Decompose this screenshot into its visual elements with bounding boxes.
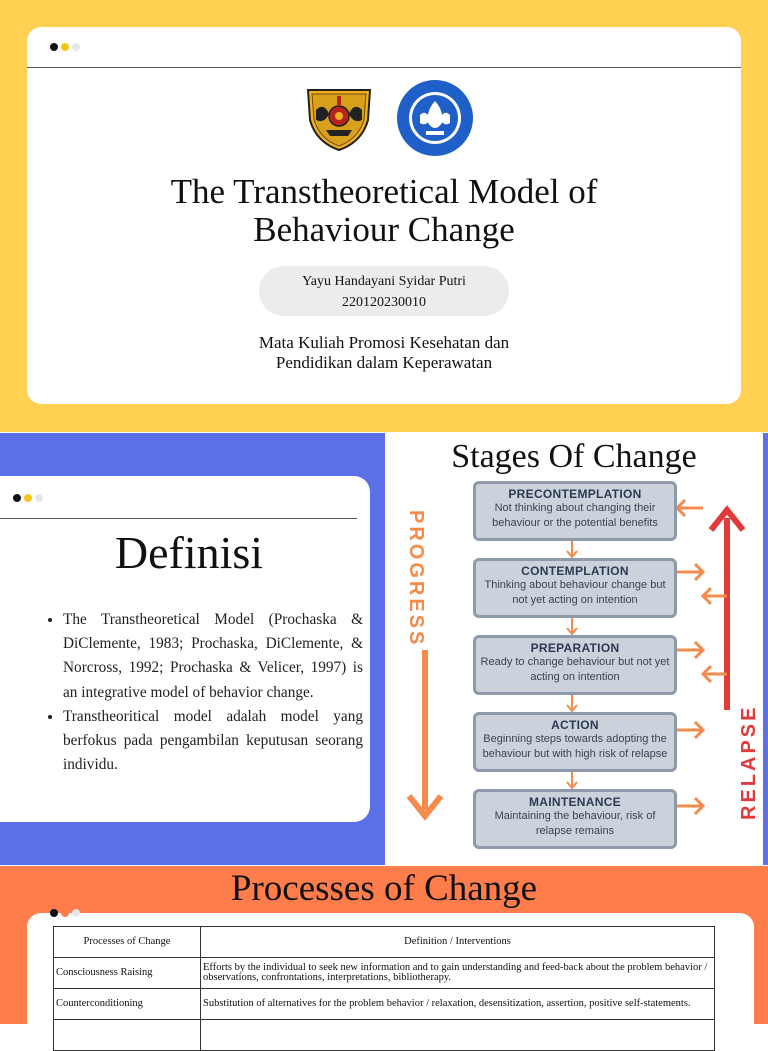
process-definition: Efforts by the individual to seek new in… — [200, 957, 715, 989]
stage-action: ACTION Beginning steps towards adopting … — [473, 712, 677, 772]
definition-list: The Transtheoretical Model (Prochaska & … — [48, 608, 363, 777]
author-name: Yayu Handayani Syidar Putri — [302, 274, 466, 289]
course-line-1: Mata Kuliah Promosi Kesehatan dan — [258, 333, 510, 352]
process-name — [53, 1019, 201, 1051]
table-header: Processes of Change — [53, 926, 201, 958]
dot-gray — [72, 909, 80, 917]
table-header-row: Processes of Change Definition / Interve… — [53, 926, 715, 958]
stage-desc: Beginning steps towards adopting the beh… — [482, 733, 668, 760]
dot-black — [13, 494, 21, 502]
relapse-arrowhead — [708, 505, 746, 532]
dot-black — [50, 909, 58, 917]
process-name: Consciousness Raising — [53, 957, 201, 989]
stage-name: CONTEMPLATION — [521, 564, 629, 578]
title-card — [27, 27, 741, 404]
dot-yellow — [61, 43, 69, 51]
presentation-title: The Transtheoretical Model of Behaviour … — [0, 173, 768, 249]
processes-table: Processes of Change Definition / Interve… — [53, 926, 715, 1051]
process-definition — [200, 1019, 715, 1051]
stage-name: ACTION — [551, 718, 599, 732]
table-row — [53, 1019, 715, 1051]
stage-desc: Maintaining the behaviour, risk of relap… — [494, 810, 656, 837]
stage-desc: Thinking about behaviour change but not … — [484, 579, 666, 606]
faculty-logo — [397, 80, 473, 156]
dot-gray — [72, 43, 80, 51]
stages-title: Stages Of Change — [451, 438, 697, 475]
dot-black — [50, 43, 58, 51]
stages-arrows — [406, 498, 746, 821]
author-id: 220120230010 — [342, 295, 426, 310]
course-line-2: Pendidikan dalam Keperawatan — [275, 353, 493, 372]
stage-preparation: PREPARATION Ready to change behaviour bu… — [473, 635, 677, 695]
dot-orange — [61, 909, 69, 917]
definition-divider — [0, 518, 357, 519]
slide-dots — [50, 909, 80, 917]
table-header: Definition / Interventions — [200, 926, 715, 958]
stage-name: MAINTENANCE — [529, 795, 621, 809]
title-line-1: The Transtheoretical Model of — [170, 172, 598, 211]
author-pill: Yayu Handayani Syidar Putri 220120230010 — [259, 266, 509, 316]
relapse-label: RELAPSE — [738, 704, 760, 820]
stage-precontemplation: PRECONTEMPLATION Not thinking about chan… — [473, 481, 677, 541]
stage-desc: Ready to change behaviour but not yet ac… — [480, 656, 670, 683]
stage-name: PREPARATION — [530, 641, 620, 655]
stage-name: PRECONTEMPLATION — [508, 487, 642, 501]
progress-label: PROGRESS — [405, 510, 427, 648]
slide-dots — [50, 43, 80, 51]
definition-bullet-2: Transtheoritical model adalah model yang… — [63, 705, 363, 778]
slide-dots — [13, 494, 43, 502]
table-row: Consciousness Raising Efforts by the ind… — [53, 957, 715, 989]
dot-gray — [35, 494, 43, 502]
stage-desc: Not thinking about changing their behavi… — [492, 502, 658, 529]
course-name: Mata Kuliah Promosi Kesehatan dan Pendid… — [0, 333, 768, 373]
definition-title: Definisi — [114, 527, 264, 578]
definition-card — [0, 476, 370, 822]
title-line-2: Behaviour Change — [253, 210, 515, 249]
title-divider — [27, 67, 741, 68]
table-row: Counterconditioning Substitution of alte… — [53, 988, 715, 1020]
process-name: Counterconditioning — [53, 988, 201, 1020]
process-definition: Substitution of alternatives for the pro… — [200, 988, 715, 1020]
stage-contemplation: CONTEMPLATION Thinking about behaviour c… — [473, 558, 677, 618]
stage-maintenance: MAINTENANCE Maintaining the behaviour, r… — [473, 789, 677, 849]
processes-title: Processes of Change — [230, 868, 538, 909]
dot-yellow — [24, 494, 32, 502]
step-arrows — [566, 540, 578, 790]
progress-arrowhead — [406, 794, 444, 821]
relapse-side-arrows — [674, 498, 727, 816]
definition-bullet-1: The Transtheoretical Model (Prochaska & … — [63, 608, 363, 705]
university-logo — [306, 89, 372, 152]
